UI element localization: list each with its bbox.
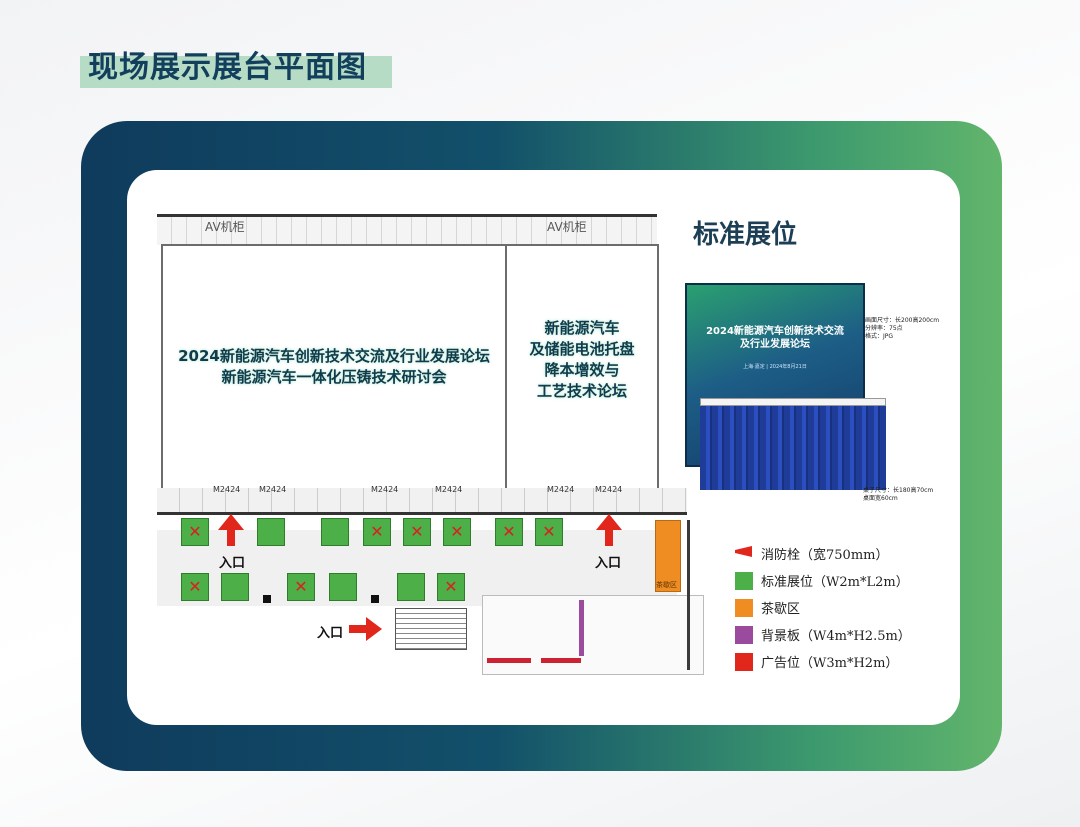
side-hall-line-4: 工艺技术论坛: [536, 382, 627, 400]
backdrop-spec-resolution: 分辨率：75点: [865, 325, 903, 332]
ad-position-2[interactable]: [541, 658, 581, 663]
legend-label: 消防栓（宽750mm）: [761, 548, 889, 563]
booth-r2-5[interactable]: [397, 573, 425, 601]
tea-break-label: 茶歇区: [656, 581, 677, 589]
entrance-arrow-bottom: [366, 617, 382, 641]
right-wall: [687, 520, 690, 670]
upper-service-strip: [157, 214, 657, 245]
av-cabinet-label-1: AV机柜: [205, 220, 245, 234]
side-hall: 新能源汽车 及储能电池托盘 降本增效与 工艺技术论坛: [505, 244, 659, 498]
booth-r1-3[interactable]: [321, 518, 349, 546]
booth-r2-4[interactable]: [329, 573, 357, 601]
booth-r2-6[interactable]: [437, 573, 465, 601]
lower-room: [482, 595, 704, 675]
door-label-4: M2424: [435, 485, 463, 494]
booth-r1-5[interactable]: [403, 518, 431, 546]
legend-label: 标准展位（W2m*L2m）: [761, 575, 909, 590]
backdrop-board-swatch: [735, 625, 753, 644]
entrance-arrow-left-stem: [227, 530, 235, 546]
side-hall-line-1: 新能源汽车: [544, 319, 620, 337]
legend-item-backdrop: 背景板（W4m*H2.5m）: [735, 621, 911, 648]
title-highlight-bar: [80, 56, 392, 88]
booth-r2-1[interactable]: [181, 573, 209, 601]
backdrop-spec-size: 画面尺寸：长200高200cm: [865, 317, 940, 324]
door-label-5: M2424: [547, 485, 575, 494]
tea-break-area[interactable]: [655, 520, 681, 592]
tea-break-swatch: [735, 598, 753, 617]
door-label-3: M2424: [371, 485, 399, 494]
page-title: 现场展示展台平面图: [88, 50, 367, 85]
legend-item-ad: 广告位（W3m*H2m）: [735, 648, 911, 675]
ad-position-1[interactable]: [487, 658, 531, 663]
booth-r2-2[interactable]: [221, 573, 249, 601]
entrance-arrow-right: [596, 514, 622, 530]
entrance-arrow-bottom-stem: [349, 625, 367, 633]
booth-r1-6[interactable]: [443, 518, 471, 546]
entrance-label-right: 入口: [595, 556, 622, 571]
entrance-arrow-right-stem: [605, 530, 613, 546]
ad-position-swatch: [735, 652, 753, 671]
legend-item-tea: 茶歇区: [735, 594, 911, 621]
backdrop-title-line-1: 2024新能源汽车创新技术交流: [706, 326, 844, 337]
backdrop-spec-format: 格式：JPG: [865, 333, 894, 340]
booth-r1-4[interactable]: [363, 518, 391, 546]
legend-label: 背景板（W4m*H2.5m）: [761, 629, 911, 644]
booth-r2-3[interactable]: [287, 573, 315, 601]
legend-label: 广告位（W3m*H2m）: [761, 656, 899, 671]
table-top: [700, 398, 886, 406]
lower-wall-strip: [157, 488, 687, 515]
door-label-1: M2424: [213, 485, 241, 494]
table-spec-width: 桌面宽60cm: [863, 495, 898, 502]
backdrop-title-line-2: 及行业发展论坛: [740, 339, 810, 350]
section-title: 标准展位: [693, 220, 798, 250]
booth-r1-1[interactable]: [181, 518, 209, 546]
standard-booth-swatch: [735, 571, 753, 590]
entrance-label-bottom: 入口: [317, 626, 344, 641]
legend-label: 茶歇区: [761, 602, 801, 617]
door-label-2: M2424: [259, 485, 287, 494]
entrance-label-left: 入口: [219, 556, 246, 571]
booth-r1-7[interactable]: [495, 518, 523, 546]
table-spec-size: 桌子尺寸：长180高70cm: [863, 487, 934, 494]
side-hall-line-2: 及储能电池托盘: [529, 340, 635, 358]
booth-r1-2[interactable]: [257, 518, 285, 546]
door-label-6: M2424: [595, 485, 623, 494]
table-skirt: [700, 406, 886, 490]
pillar-1: [263, 595, 271, 603]
backdrop-date: 上海·嘉定 | 2024年8月21日: [743, 364, 807, 370]
main-hall-line-1: 2024新能源汽车创新技术交流及行业发展论坛: [178, 347, 490, 365]
fire-hydrant-icon: [735, 545, 752, 557]
entrance-arrow-left: [218, 514, 244, 530]
main-hall-line-2: 新能源汽车一体化压铸技术研讨会: [221, 368, 447, 386]
legend-item-booth: 标准展位（W2m*L2m）: [735, 567, 911, 594]
backdrop-board[interactable]: [579, 600, 584, 656]
av-cabinet-label-2: AV机柜: [547, 220, 587, 234]
side-hall-line-3: 降本增效与: [544, 361, 620, 379]
staircase: [395, 608, 467, 650]
booth-r1-8[interactable]: [535, 518, 563, 546]
pillar-2: [371, 595, 379, 603]
legend-item-hydrant: 消防栓（宽750mm）: [735, 540, 911, 567]
page-header: 现场展示展台平面图: [80, 40, 392, 88]
floor-plan-card: AV机柜 AV机柜 2024新能源汽车创新技术交流及行业发展论坛 新能源汽车一体…: [127, 170, 960, 725]
legend: 消防栓（宽750mm） 标准展位（W2m*L2m） 茶歇区 背景板（W4m*H2…: [735, 540, 911, 675]
main-hall: 2024新能源汽车创新技术交流及行业发展论坛 新能源汽车一体化压铸技术研讨会: [161, 244, 507, 498]
